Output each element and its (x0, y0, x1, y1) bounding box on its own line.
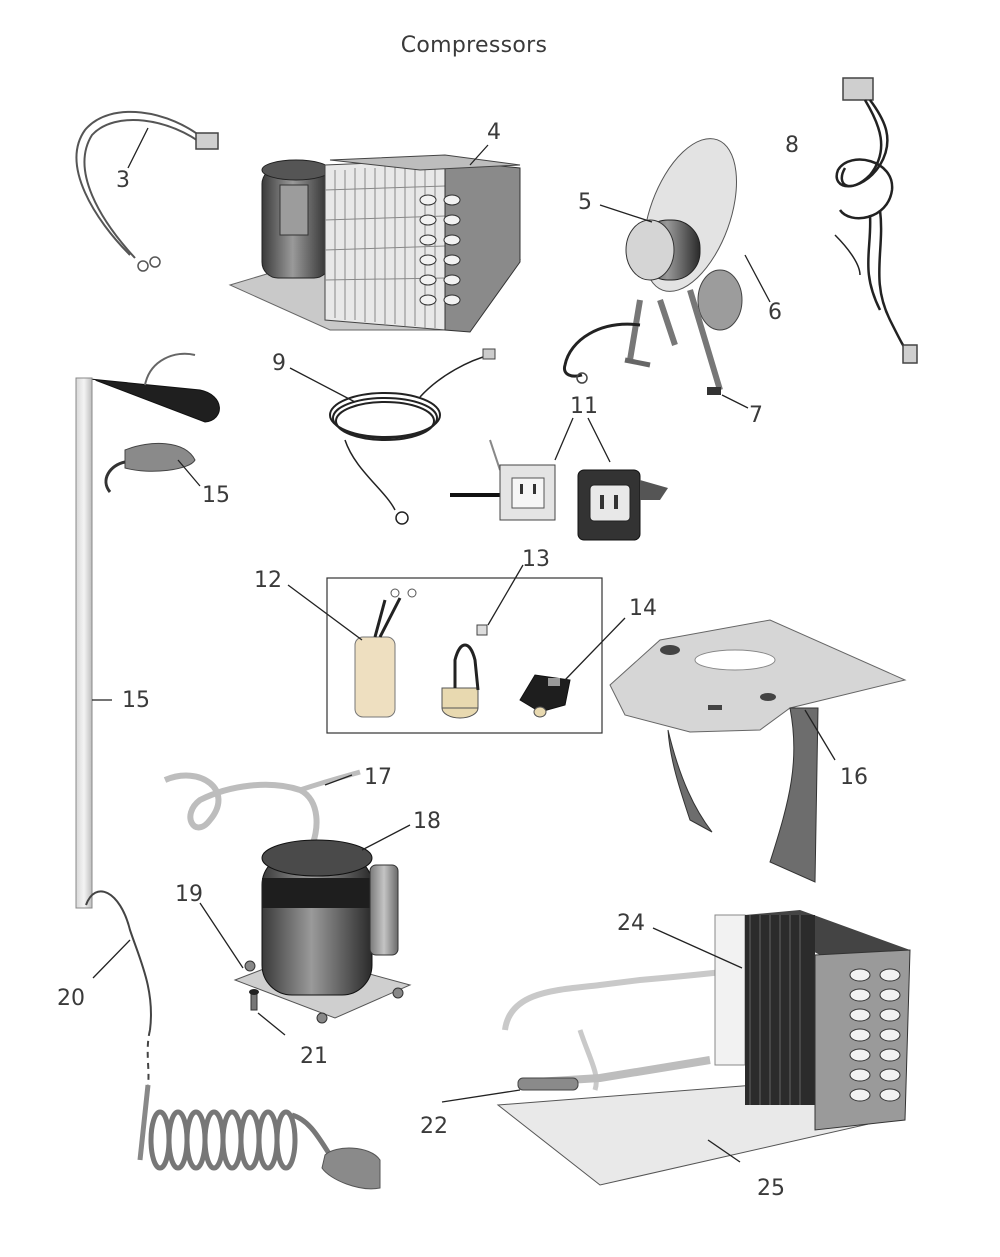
part-11-power-receptacles (450, 439, 668, 541)
part-13-start-relay (441, 624, 488, 719)
callout-17: 17 (364, 765, 392, 790)
part-5-6-7-fan-motor-assembly (562, 138, 743, 395)
electrical-parts-box (326, 577, 603, 734)
callout-21: 21 (300, 1044, 328, 1069)
callout-13: 13 (522, 547, 550, 572)
callout-19: 19 (175, 882, 203, 907)
part-18-compressor (163, 769, 412, 1024)
part-15-heater-rod (75, 352, 220, 909)
part-14-overload-protector (519, 674, 571, 718)
callout-3: 3 (116, 168, 130, 193)
part-4-condensing-unit (228, 154, 521, 333)
callout-leader-lines (92, 127, 836, 1163)
part-16-fan-shroud (609, 619, 907, 883)
callout-15-clip: 15 (202, 483, 230, 508)
callout-15-rod: 15 (122, 688, 150, 713)
callout-18: 18 (413, 809, 441, 834)
part-3-wire-lead (75, 110, 219, 272)
part-22-24-25-condenser-base (496, 910, 911, 1186)
part-12-capacitor (354, 588, 417, 718)
callout-8: 8 (785, 133, 799, 158)
callout-11: 11 (570, 394, 598, 419)
callout-5: 5 (578, 190, 592, 215)
callout-6: 6 (768, 300, 782, 325)
callout-9: 9 (272, 351, 286, 376)
callout-14: 14 (629, 596, 657, 621)
callout-20: 20 (57, 986, 85, 1011)
callout-22: 22 (420, 1114, 448, 1139)
callout-7: 7 (749, 403, 763, 428)
callout-12: 12 (254, 568, 282, 593)
part-9-thermostat-capillary (329, 348, 496, 525)
callout-24: 24 (617, 911, 645, 936)
part-8-wiring-harness (834, 77, 918, 364)
callout-4: 4 (487, 120, 501, 145)
part-20-sensing-bulb-coil (85, 890, 381, 1190)
callout-16: 16 (840, 765, 868, 790)
diagram-title: Compressors (400, 33, 548, 58)
callout-25: 25 (757, 1176, 785, 1201)
